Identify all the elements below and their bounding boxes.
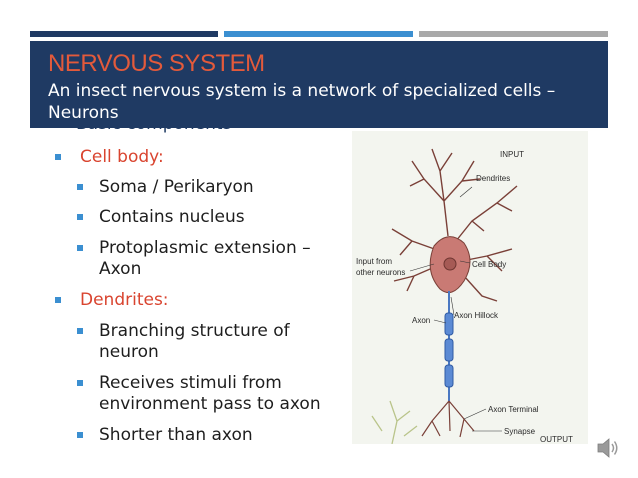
bullet-marker xyxy=(77,245,83,251)
bullet-item: Contains nucleus xyxy=(77,207,337,228)
label-axon-terminal: Axon Terminal xyxy=(488,405,539,414)
myelin-sheath xyxy=(444,312,454,336)
leader-lines xyxy=(409,186,502,432)
bullet-text: Contains nucleus xyxy=(99,207,245,227)
bullet-text: Soma / Perikaryon xyxy=(99,177,254,197)
bullet-item: Dendrites: xyxy=(55,290,335,311)
axon-terminal xyxy=(421,400,475,438)
top-accent-bar-1 xyxy=(30,31,218,37)
bullet-text: Receives stimuli from environment pass t… xyxy=(99,373,321,414)
bullet-text: Protoplasmic extension – Axon xyxy=(99,238,311,279)
label-synapse: Synapse xyxy=(504,427,536,436)
neighbor-neuron xyxy=(371,400,418,444)
label-axon: Axon xyxy=(412,316,430,325)
label-other-neurons: other neurons xyxy=(356,268,405,277)
bullet-item: Shorter than axon xyxy=(77,425,337,446)
bullet-text: Dendrites: xyxy=(80,290,169,310)
label-output: OUTPUT xyxy=(540,435,573,444)
neuron-illustration: INPUT Dendrites Input from other neurons… xyxy=(356,148,573,444)
slide-subtitle: An insect nervous system is a network of… xyxy=(48,81,556,123)
label-axon-hillock: Axon Hillock xyxy=(454,311,499,320)
bullet-text: Shorter than axon xyxy=(99,425,253,445)
slide-title: NERVOUS SYSTEM xyxy=(48,50,265,77)
myelin-sheath xyxy=(444,338,454,362)
title-banner: NERVOUS SYSTEM An insect nervous system … xyxy=(30,41,608,128)
bullet-item: Protoplasmic extension – Axon xyxy=(77,238,323,280)
bullet-item: Receives stimuli from environment pass t… xyxy=(77,373,339,415)
label-input: INPUT xyxy=(500,150,524,159)
myelin-sheath xyxy=(444,364,454,388)
top-accent-bar-2 xyxy=(224,31,413,37)
dendrites xyxy=(391,148,518,302)
bullet-item: Cell body: xyxy=(55,147,335,168)
bullet-text: Branching structure of neuron xyxy=(99,321,290,362)
top-accent-bar-3 xyxy=(419,31,608,37)
speaker-icon[interactable] xyxy=(595,435,621,461)
bullet-item: Branching structure of neuron xyxy=(77,321,309,363)
bullet-marker xyxy=(77,380,83,386)
nucleus xyxy=(443,257,457,271)
label-dendrites: Dendrites xyxy=(476,174,510,183)
bullet-marker xyxy=(55,297,61,303)
label-input-from: Input from xyxy=(356,257,392,266)
bullet-marker xyxy=(55,154,61,160)
neuron-diagram: INPUT Dendrites Input from other neurons… xyxy=(352,131,588,444)
bullet-marker xyxy=(77,214,83,220)
bullet-marker xyxy=(77,328,83,334)
bullet-marker xyxy=(77,432,83,438)
bullet-text: Cell body: xyxy=(80,147,164,167)
label-cell-body: Cell Body xyxy=(472,260,506,269)
bullet-item: Soma / Perikaryon xyxy=(77,177,337,198)
bullet-marker xyxy=(77,184,83,190)
